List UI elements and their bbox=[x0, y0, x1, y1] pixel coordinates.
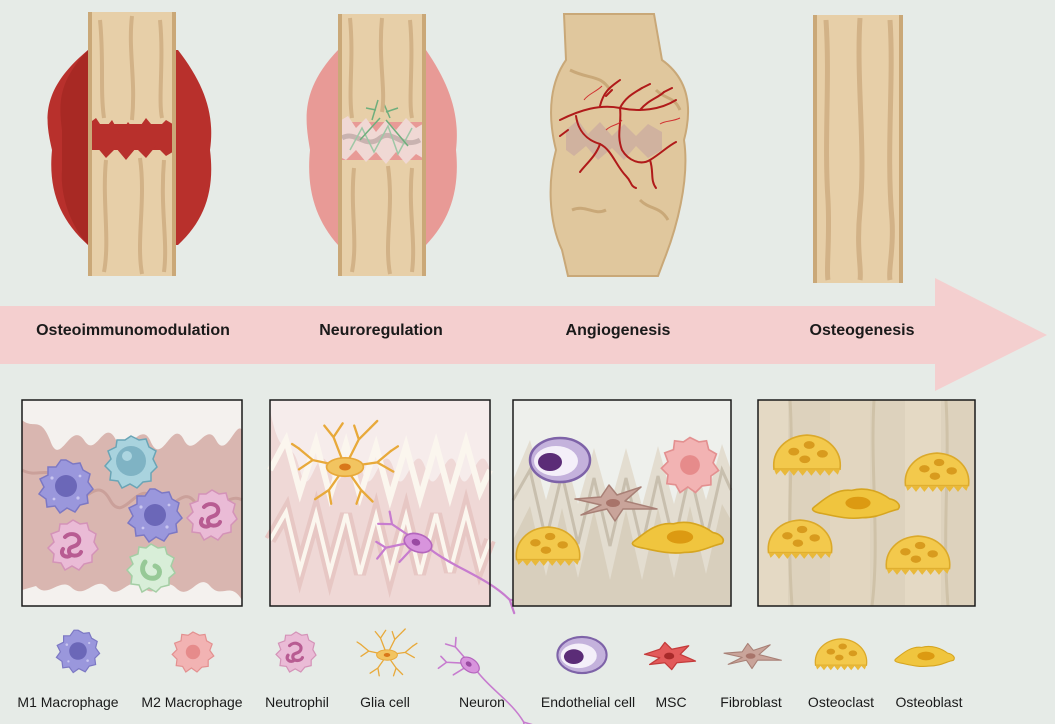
stage-label-osteogenesis: Osteogenesis bbox=[809, 322, 915, 339]
legend-label-m1-macrophage: M1 Macrophage bbox=[17, 694, 119, 710]
stage3-bone-hard-callus bbox=[549, 13, 690, 277]
stage-label-neuroregulation: Neuroregulation bbox=[319, 322, 443, 339]
panel-osteogenesis bbox=[757, 399, 976, 607]
fibroblast-icon bbox=[723, 642, 782, 670]
legend-label-fibroblast: Fibroblast bbox=[720, 694, 782, 710]
legend-label-osteoblast: Osteoblast bbox=[895, 694, 963, 710]
legend-label-neutrophil: Neutrophil bbox=[265, 694, 329, 710]
osteoblast-icon bbox=[894, 645, 955, 668]
glia-cell-icon bbox=[356, 628, 418, 677]
msc-icon bbox=[643, 641, 697, 671]
endothelial-cell-icon bbox=[556, 635, 608, 675]
legend-label-osteoclast: Osteoclast bbox=[807, 694, 875, 710]
stage4-bone-remodeled bbox=[813, 15, 903, 283]
stage-label-osteoimmunomodulation: Osteoimmunomodulation bbox=[36, 322, 230, 339]
m2-macrophage-icon bbox=[171, 631, 215, 673]
panel-osteoimmunomodulation bbox=[21, 399, 243, 607]
neuron-icon bbox=[429, 634, 550, 724]
stage-label-angiogenesis: Angiogenesis bbox=[565, 322, 671, 339]
panel-neuroregulation bbox=[264, 399, 538, 616]
legend-label-neuron: Neuron bbox=[459, 694, 505, 710]
legend-label-m2-macrophage: M2 Macrophage bbox=[141, 694, 243, 710]
legend-label-glia-cell: Glia cell bbox=[360, 694, 410, 710]
neutrophil-icon bbox=[274, 630, 318, 674]
legend-label-msc: MSC bbox=[655, 694, 687, 710]
legend-label-endothelial-cell: Endothelial cell bbox=[540, 694, 636, 710]
panel-angiogenesis bbox=[511, 399, 733, 607]
stage2-bone-soft-callus bbox=[306, 14, 457, 276]
stage1-bone-hematoma bbox=[47, 12, 212, 276]
m1-macrophage-icon bbox=[55, 629, 101, 674]
osteoclast-icon bbox=[814, 638, 868, 671]
progress-arrow bbox=[0, 278, 1047, 391]
